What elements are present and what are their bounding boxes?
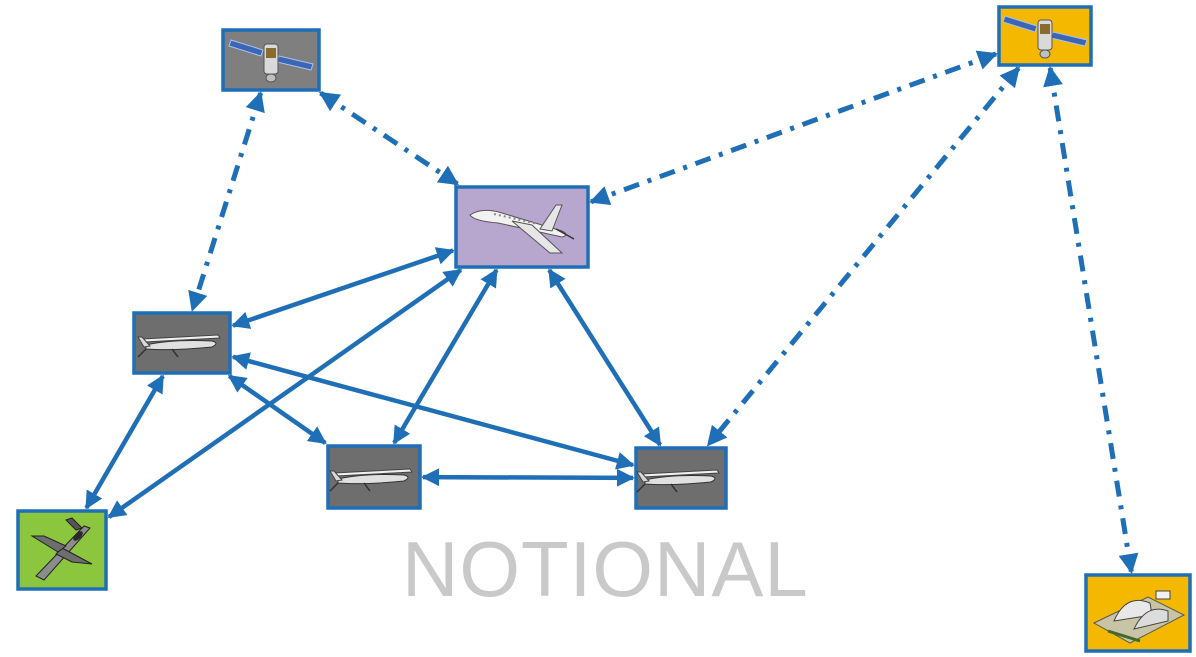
link-business-jet-to-uav-left <box>231 247 455 329</box>
link-business-jet-to-uav-center <box>392 268 499 445</box>
link-satellite-left-to-uav-left <box>188 91 265 312</box>
link-satellite-right-to-uav-right <box>706 66 1021 447</box>
link-satellite-left-to-business-jet <box>318 90 460 187</box>
satellite-icon <box>1002 15 1088 59</box>
ground-station-icon <box>1092 590 1186 644</box>
node-fighter-jet <box>16 509 108 591</box>
uav-icon <box>636 469 720 493</box>
business-jet-icon <box>469 204 575 254</box>
links-layer <box>84 50 1139 574</box>
node-business-jet <box>454 185 590 269</box>
nodes-layer <box>16 5 1192 653</box>
link-uav-center-to-uav-right <box>421 468 635 487</box>
link-uav-left-to-fighter-jet <box>84 374 165 510</box>
link-satellite-right-to-ground-station <box>1043 66 1139 574</box>
notional-watermark: NOTIONAL <box>402 525 809 613</box>
node-uav-left <box>132 311 232 375</box>
node-satellite-left <box>221 28 321 92</box>
fighter-jet-icon <box>30 517 93 581</box>
uav-icon <box>329 468 413 492</box>
link-uav-left-to-uav-right <box>231 352 635 470</box>
node-uav-center <box>326 444 422 510</box>
node-uav-right <box>634 446 728 510</box>
node-satellite-right <box>997 5 1093 67</box>
uav-icon <box>137 334 221 358</box>
link-uav-left-to-uav-center <box>227 374 327 445</box>
link-business-jet-to-uav-right <box>547 268 662 447</box>
satellite-icon <box>228 39 314 83</box>
node-ground-station <box>1084 573 1192 653</box>
link-satellite-right-to-business-jet <box>589 50 998 206</box>
